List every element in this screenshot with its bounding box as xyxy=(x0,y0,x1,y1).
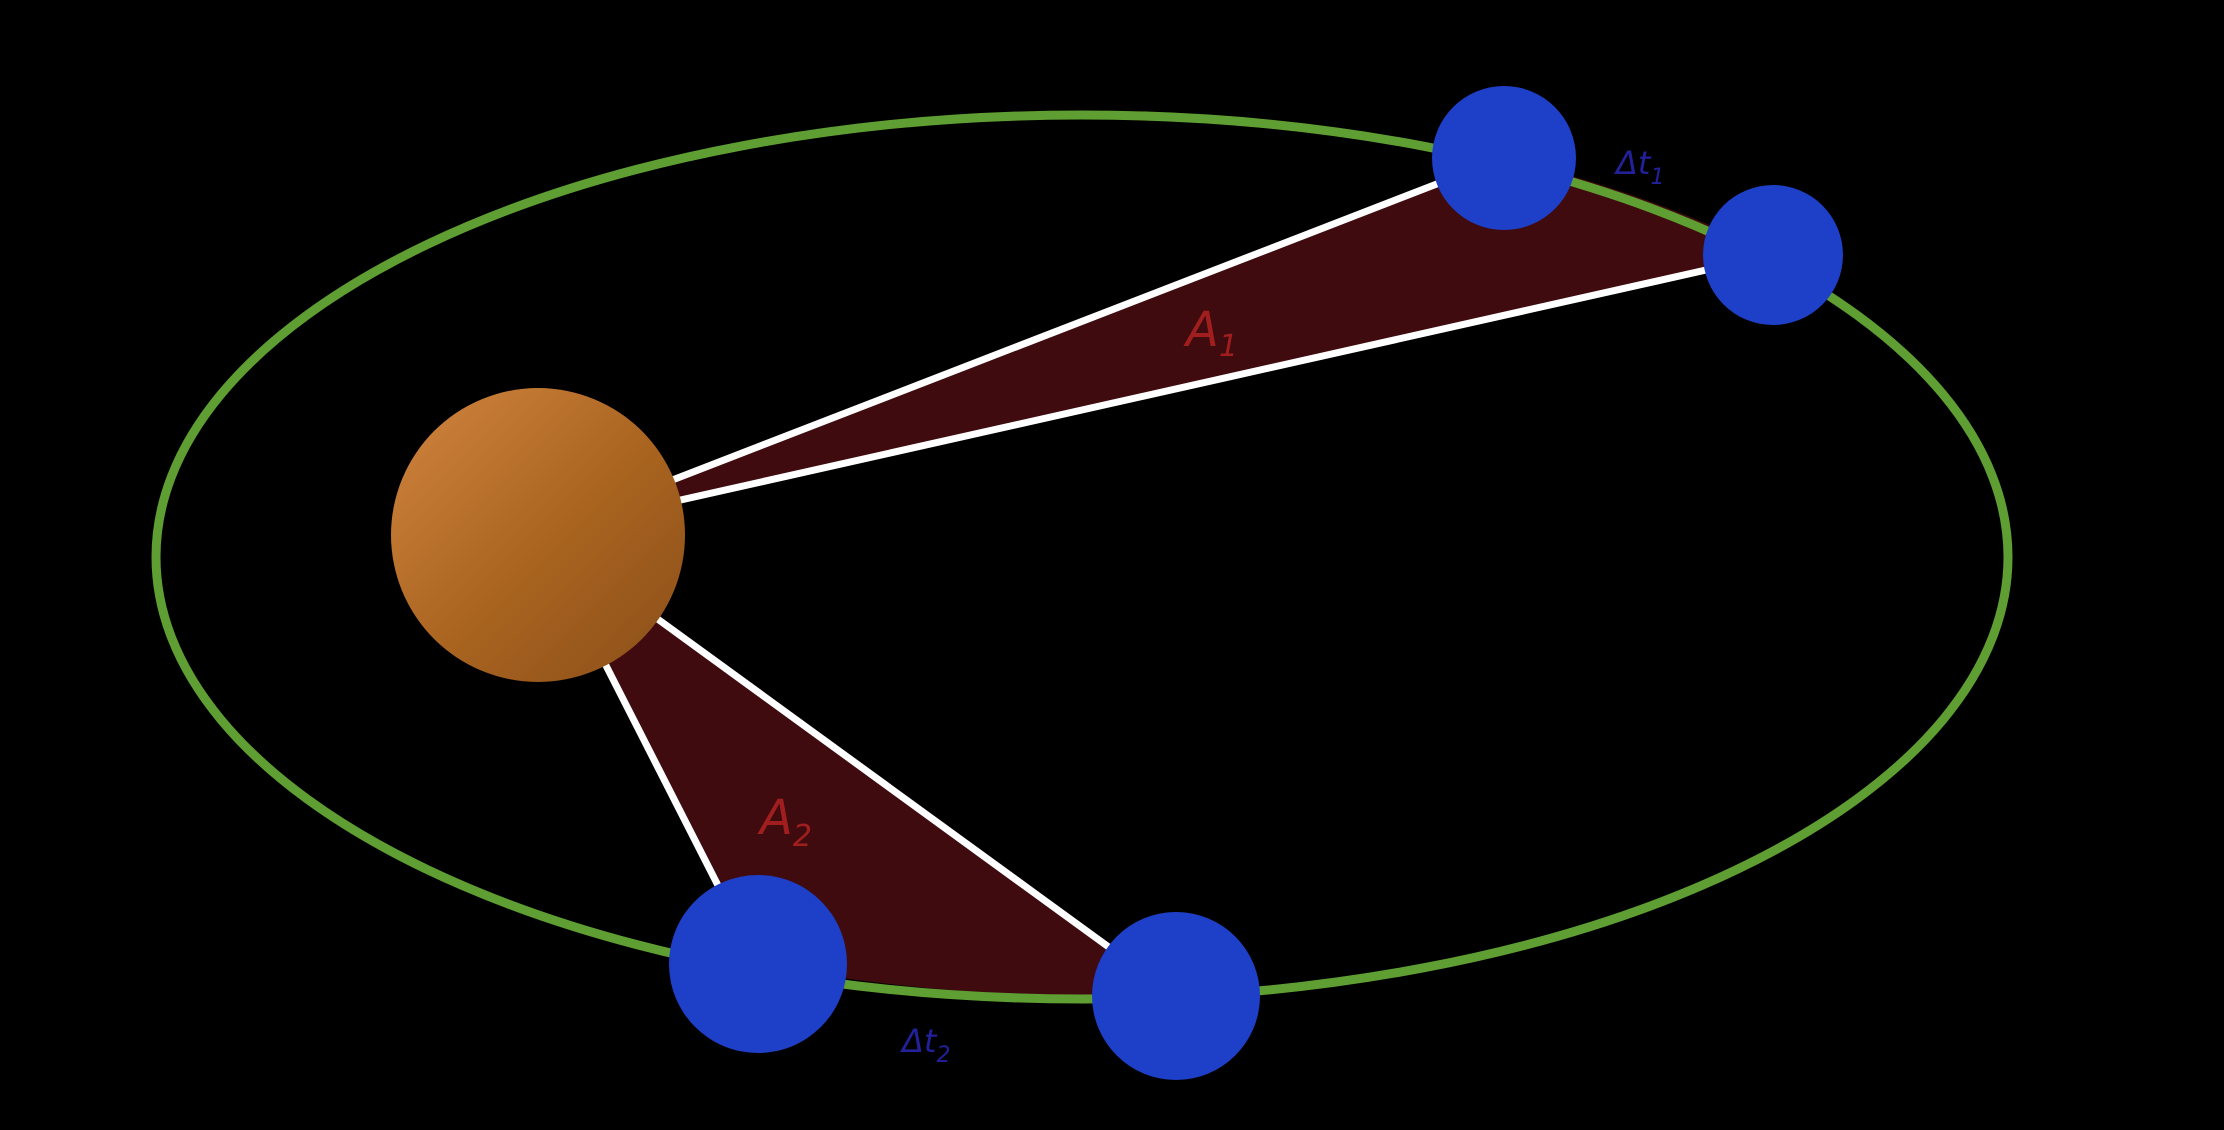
planet-position-2 xyxy=(1703,185,1843,325)
sun xyxy=(391,388,685,682)
radius-line-1b xyxy=(537,251,1774,536)
planet-position-4 xyxy=(1092,912,1260,1080)
area-label-1: A1 xyxy=(1183,302,1238,364)
time-label-2: Δt2 xyxy=(899,1022,950,1068)
planet-position-3 xyxy=(669,875,847,1053)
radius-line-1a xyxy=(536,154,1506,536)
time-label-1: Δt1 xyxy=(1613,144,1664,190)
swept-area-1 xyxy=(538,158,1773,532)
planet-position-1 xyxy=(1432,86,1576,230)
orbit-ellipse xyxy=(151,110,2013,1004)
area-label-2: A2 xyxy=(757,790,812,854)
